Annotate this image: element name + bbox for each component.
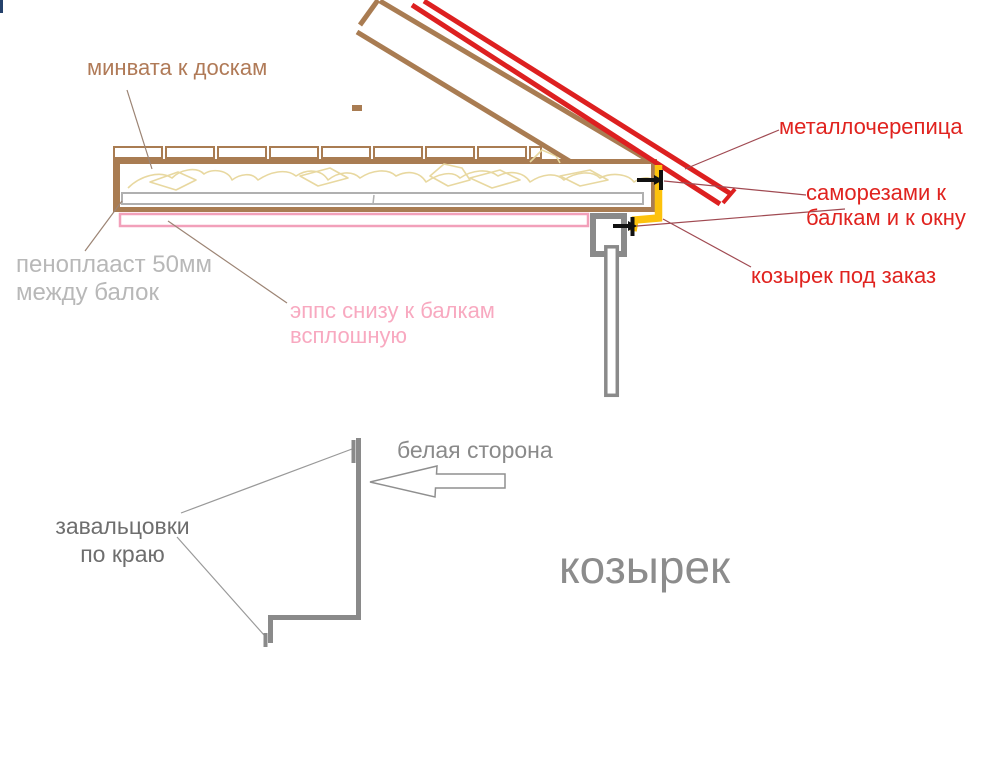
label-kozyrek-zakaz: козырек под заказ [751,263,937,288]
epps-board [118,212,590,228]
metal-roofing-end-cap [721,187,737,205]
label-epps: эппс снизу к балкам всплошную [290,298,495,348]
leader-penoplast [84,200,123,252]
label-epps-line2: всплошную [290,323,407,348]
screw-marker-upper [637,170,663,190]
leader-kozyrek-zakaz [662,218,752,268]
leader-lines-red [636,129,846,268]
penoplast-joint-mark [372,194,375,205]
penoplast-board [121,192,644,205]
corner-mark [0,0,3,13]
mineral-wool [127,149,653,191]
window-profile [604,245,620,398]
label-penoplast-line2: между балок [16,279,159,306]
label-samorez-line1: саморезами к [806,180,947,205]
canopy-profile [268,438,361,643]
leader-zaval-top [180,448,353,514]
leader-metal [684,129,780,170]
label-samorez-line2: балкам и к окну [806,205,966,230]
leader-lines-gray [176,448,353,636]
label-zavaltsovki-line1: завальцовки [55,513,190,539]
label-zavaltsovki-line2: по краю [80,541,165,567]
screw-marker-lower [613,217,637,236]
leader-samorez-1 [663,180,807,196]
small-wood-dash [352,105,362,111]
leader-epps [167,220,288,304]
label-penoplast-line1: пеноплааст 50мм [16,251,212,278]
label-epps-line1: эппс снизу к балкам [290,298,495,323]
label-minvata: минвата к доскам [87,55,268,80]
label-penoplast: пеноплааст 50мм между балок [16,251,212,307]
label-kozyrek-big: козырек [559,541,731,593]
rafter [355,0,650,165]
white-side-arrow [369,465,506,498]
top-boards [113,146,542,159]
label-metallocherepitsa: металлочерепица [779,114,963,139]
leader-zaval-bottom [176,536,265,636]
leader-lines-brown [84,89,288,304]
metal-roofing [410,0,737,207]
label-zavaltsovki: завальцовки по краю [40,512,205,568]
label-belaya-storona: белая сторона [397,437,553,463]
label-samorez: саморезами к балкам и к окну [806,180,966,230]
leader-minvata [126,89,153,170]
